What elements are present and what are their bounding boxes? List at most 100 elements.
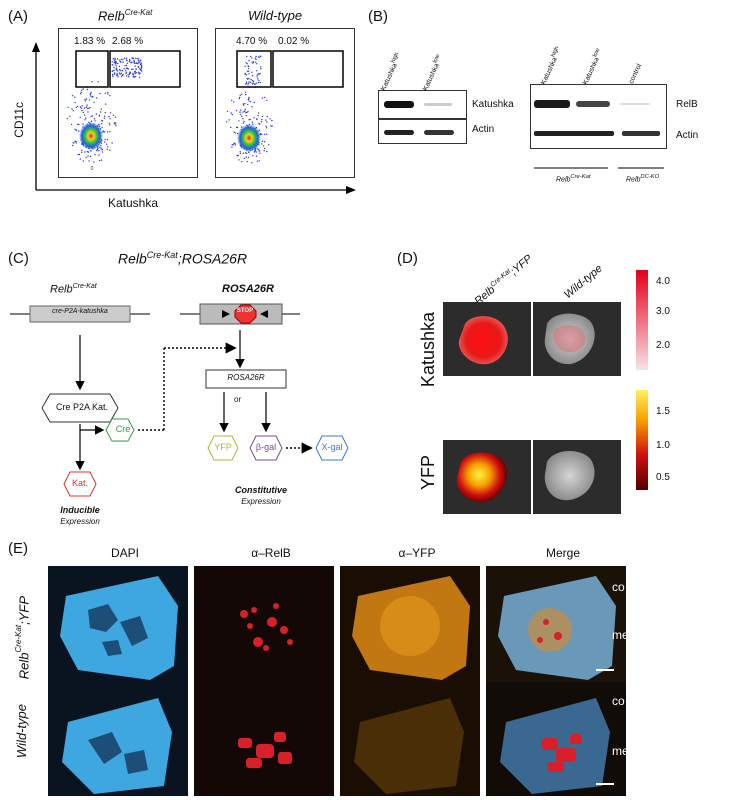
scatter-point — [125, 71, 128, 74]
column-label: Wild-type — [562, 262, 605, 302]
scatter-point — [100, 111, 102, 113]
gate-right — [272, 50, 344, 88]
scatter-point — [83, 114, 86, 116]
scatter-point — [266, 99, 268, 102]
cre-p2a-kat-label: Cre P2A Kat. — [55, 402, 109, 412]
scatter-point — [257, 115, 259, 117]
scatter-point — [109, 131, 111, 133]
group-label: RelbCre-Kat — [556, 174, 591, 184]
scatter-point — [125, 70, 127, 72]
scatter-point — [124, 65, 126, 67]
scatter-point — [245, 114, 247, 117]
scatter-point — [114, 58, 116, 60]
scatter-point — [259, 152, 261, 154]
scatter-point — [253, 151, 256, 153]
scatter-point — [102, 130, 105, 132]
yfp-label: YFP — [214, 442, 232, 452]
scatter-point — [69, 115, 71, 118]
medulla-label: me — [612, 628, 629, 642]
scatter-point — [72, 144, 74, 147]
scatter-point — [226, 121, 228, 123]
scatter-point — [132, 75, 134, 78]
scatter-point — [128, 61, 130, 63]
scatter-point — [258, 160, 260, 162]
scatter-point — [72, 110, 74, 112]
scatter-point — [247, 103, 249, 106]
scatter-point — [245, 81, 248, 83]
scatter-point — [135, 57, 137, 59]
scatter-point — [85, 156, 87, 159]
scatter-point — [94, 120, 96, 122]
scatter-point — [243, 120, 245, 123]
scatter-point — [243, 110, 246, 113]
scale-tick: 4.0 — [656, 276, 670, 287]
scatter-point — [235, 109, 238, 112]
scatter-point — [251, 79, 254, 82]
scatter-point — [271, 125, 273, 127]
scatter-point — [245, 82, 248, 85]
scatter-point — [129, 72, 132, 74]
scatter-point — [241, 161, 243, 163]
scatter-point — [100, 147, 102, 149]
scatter-point — [246, 111, 248, 114]
scale-tick: 1.0 — [656, 440, 670, 451]
scatter-point — [233, 101, 235, 103]
band-label: RelB — [676, 99, 698, 110]
scatter-point — [82, 88, 84, 90]
scatter-point — [81, 105, 83, 107]
column-header: α–YFP — [398, 546, 436, 560]
scatter-point — [77, 153, 79, 156]
kat-label: Kat. — [71, 478, 88, 488]
scatter-point — [248, 59, 250, 62]
scatter-point — [95, 113, 98, 115]
scatter-point — [113, 73, 116, 75]
scatter-point — [99, 159, 101, 162]
scatter-point — [232, 144, 234, 146]
scatter-point — [78, 153, 81, 156]
density-core — [79, 122, 103, 150]
scatter-point — [252, 80, 255, 82]
scatter-point — [266, 121, 268, 123]
inducible-label: Inducible — [60, 505, 100, 515]
scatter-point — [260, 66, 262, 68]
scatter-point — [248, 81, 250, 83]
scatter-point — [260, 121, 263, 123]
lane-label: control — [628, 62, 644, 85]
band-label: Actin — [472, 124, 495, 135]
scatter-point — [113, 69, 115, 71]
scatter-point — [96, 150, 98, 152]
rosa-box-label: ROSA26R — [227, 373, 265, 382]
scatter-point — [253, 101, 255, 104]
scatter-point — [270, 125, 272, 127]
scatter-point — [112, 114, 115, 117]
band-label: Katushka — [472, 99, 514, 110]
scatter-point — [79, 106, 82, 108]
scatter-point — [71, 95, 74, 97]
scatter-point — [80, 89, 83, 91]
scatter-point — [75, 142, 77, 144]
scale-tick: 0.5 — [656, 472, 670, 483]
scatter-point — [230, 126, 232, 129]
scatter-point — [241, 115, 243, 117]
scatter-point — [111, 64, 114, 66]
scatter-point — [120, 58, 123, 60]
scatter-point — [254, 83, 256, 85]
scatter-point — [253, 117, 255, 119]
scatter-point — [118, 65, 121, 68]
panel-label-e: (E) — [8, 540, 28, 557]
scatter-point — [246, 55, 248, 58]
scatter-point — [246, 63, 248, 65]
scatter-point — [89, 106, 91, 109]
scatter-point — [115, 65, 117, 67]
scatter-point — [90, 93, 92, 95]
scatter-point — [261, 97, 264, 99]
scatter-point — [98, 154, 100, 156]
scatter-point — [242, 111, 244, 113]
scatter-point — [93, 118, 96, 120]
band-label: Actin — [676, 130, 699, 141]
scatter-point — [84, 119, 86, 121]
scatter-point — [118, 72, 121, 74]
scatter-point — [248, 100, 250, 102]
scatter-point — [115, 67, 117, 70]
cortex-label: co — [612, 694, 625, 708]
